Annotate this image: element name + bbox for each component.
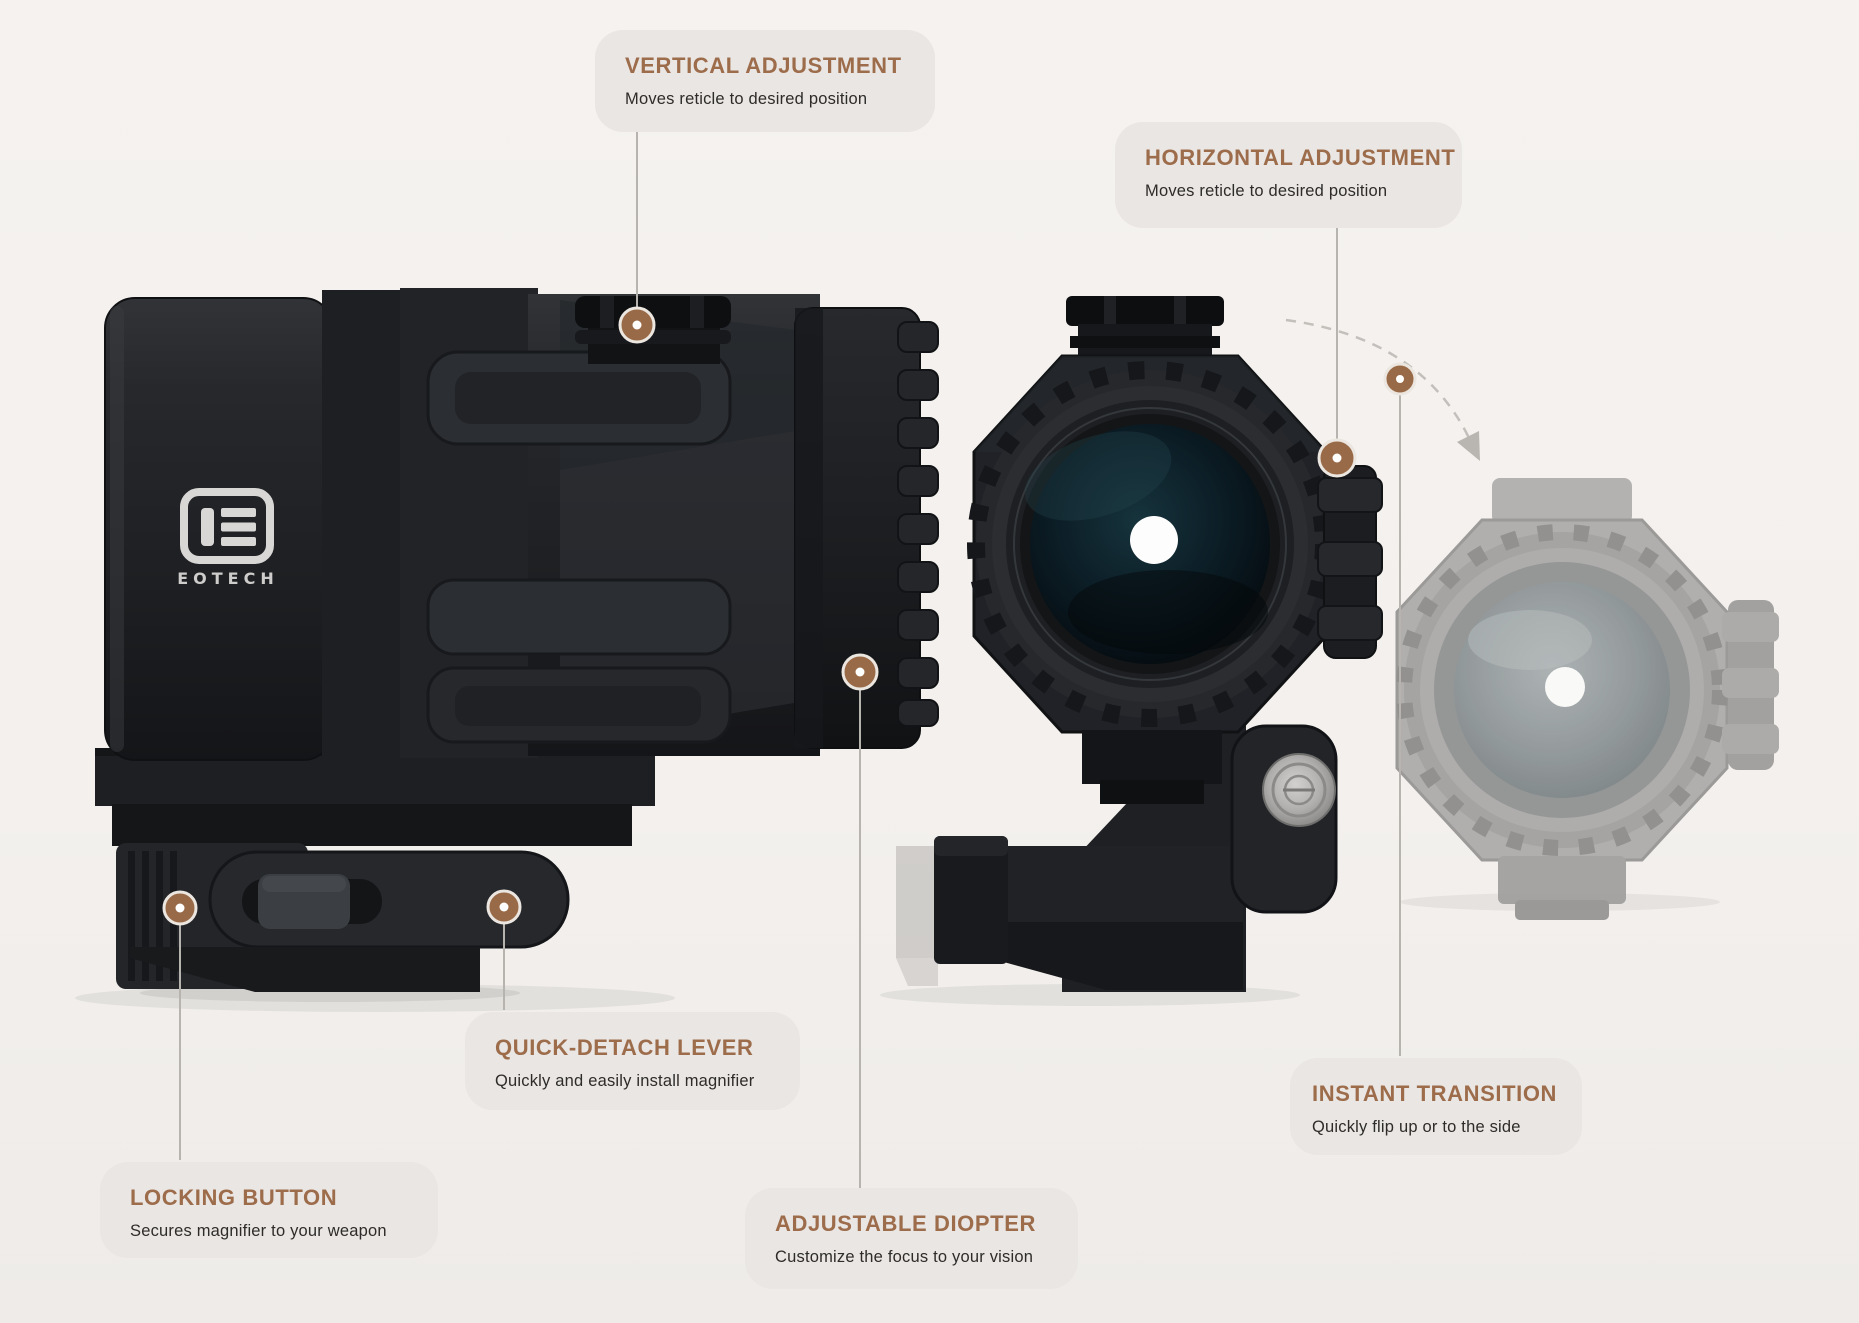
marker-vertical-adjustment: [618, 306, 656, 344]
callout-instant-transition: INSTANT TRANSITION Quickly flip up or to…: [1290, 1058, 1582, 1155]
flip-arrow-icon: [1457, 431, 1480, 461]
qd-mount-front: [934, 700, 1338, 992]
callout-title: QUICK-DETACH LEVER: [495, 1035, 754, 1060]
leader-lines: [179, 132, 1401, 1190]
callout-title: VERTICAL ADJUSTMENT: [625, 53, 902, 78]
callout-adjustable-diopter: ADJUSTABLE DIOPTER Customize the focus t…: [745, 1188, 1078, 1289]
marker-quick-detach: [486, 889, 522, 925]
callout-description: Quickly and easily install magnifier: [495, 1072, 755, 1091]
front-view-magnifier: [934, 296, 1383, 992]
flip-arc: [1285, 318, 1480, 461]
eotech-logo: EOTECH: [177, 488, 279, 588]
callout-description: Customize the focus to your vision: [775, 1248, 1034, 1267]
side-view-magnifier: EOTECH: [95, 288, 939, 992]
callout-description: Moves reticle to desired position: [625, 90, 868, 109]
quick-detach-lever-arm: [208, 850, 570, 949]
marker-locking-button: [162, 890, 198, 926]
callout-locking-button: LOCKING BUTTON Secures magnifier to your…: [100, 1162, 438, 1258]
marker-instant-transition: [1383, 362, 1417, 396]
callout-quick-detach-lever: QUICK-DETACH LEVER Quickly and easily in…: [465, 1012, 800, 1110]
feature-markers: [162, 306, 1417, 926]
callout-title: LOCKING BUTTON: [130, 1185, 338, 1210]
callout-horizontal-adjustment: HORIZONTAL ADJUSTMENT Moves reticle to d…: [1115, 122, 1462, 228]
callout-vertical-adjustment: VERTICAL ADJUSTMENT Moves reticle to des…: [595, 30, 935, 132]
eotech-logo-text: EOTECH: [177, 569, 279, 588]
ghost-flipped-magnifier: [896, 478, 1779, 986]
callout-description: Moves reticle to desired position: [1145, 182, 1388, 201]
marker-adjustable-diopter: [841, 653, 879, 691]
horizontal-adjustment-knob: [1317, 465, 1383, 659]
callout-title: HORIZONTAL ADJUSTMENT: [1145, 145, 1456, 170]
vertical-adjustment-turret: [575, 296, 731, 364]
callout-title: INSTANT TRANSITION: [1312, 1081, 1558, 1106]
adjustable-diopter-ring: [794, 307, 939, 749]
callout-title: ADJUSTABLE DIOPTER: [775, 1211, 1036, 1236]
marker-horizontal-adjustment: [1317, 438, 1357, 478]
callout-description: Quickly flip up or to the side: [1312, 1118, 1521, 1137]
callout-description: Secures magnifier to your weapon: [130, 1222, 387, 1241]
reticle-light-dot: [1130, 516, 1178, 564]
